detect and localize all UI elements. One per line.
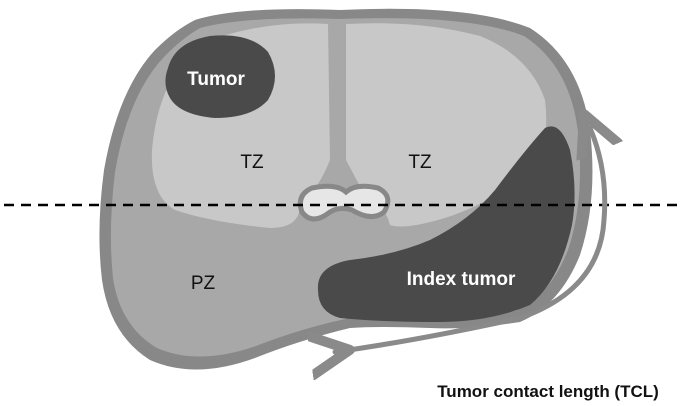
tcl-arrow <box>335 128 605 352</box>
pz-label: PZ <box>191 273 216 294</box>
tcl-caption: Tumor contact length (TCL) <box>437 382 659 401</box>
tz-right-label: TZ <box>408 152 432 173</box>
anterior-tumor <box>165 35 275 119</box>
index-tumor-label: Index tumor <box>407 269 516 290</box>
tumor-label: Tumor <box>187 69 245 90</box>
tz-left-label: TZ <box>240 152 264 173</box>
